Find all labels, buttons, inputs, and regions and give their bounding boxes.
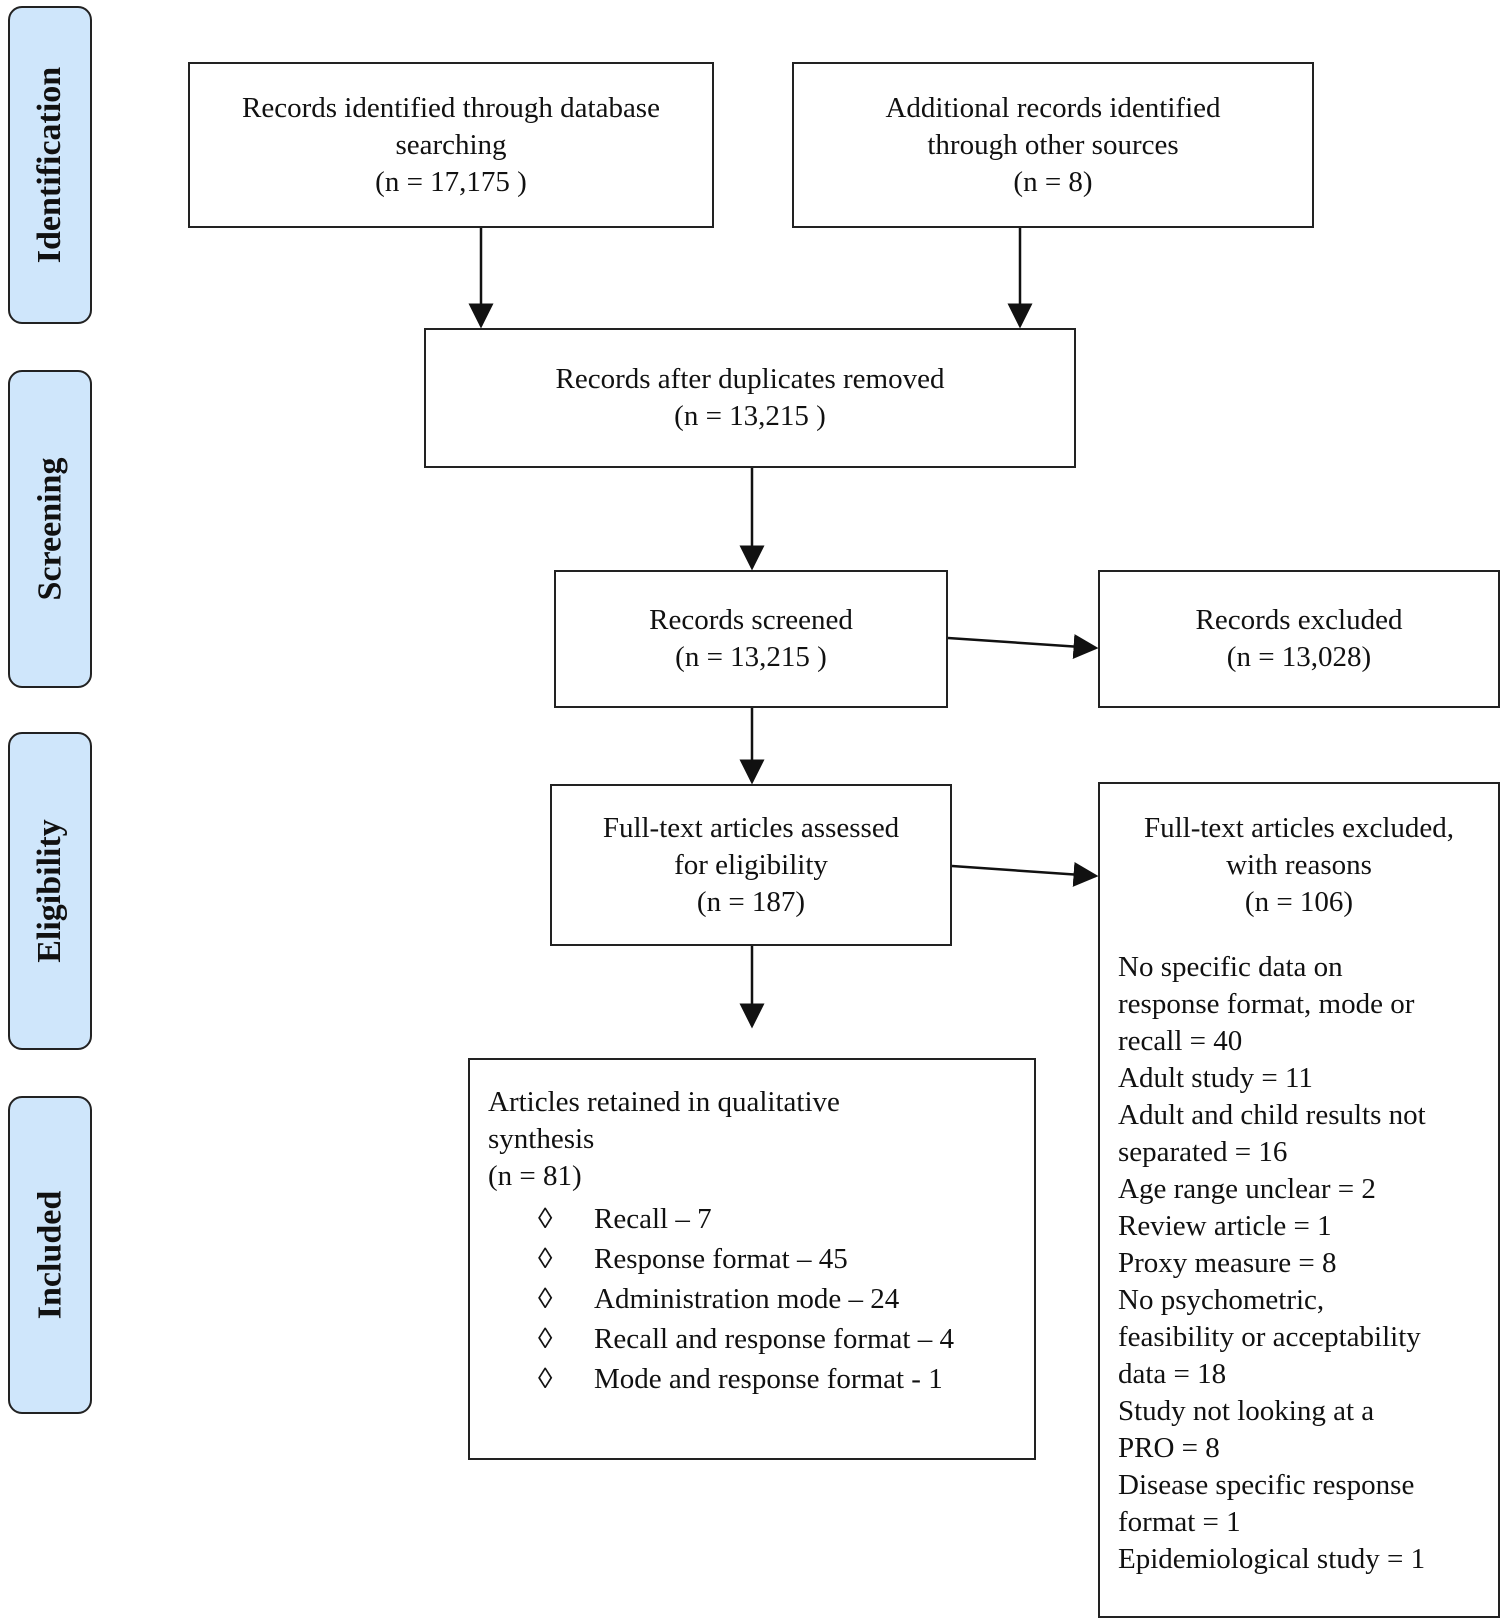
synthesis-breakdown-list: ◊ Recall – 7 ◊ Response format – 45 ◊ Admin…	[488, 1199, 954, 1399]
fulltext-assessed-box: Full-text articles assessed for eligibil…	[550, 784, 952, 946]
exclusion-reason: Study not looking at a	[1118, 1395, 1375, 1427]
records-excluded-count: (n = 13,028)	[1226, 641, 1372, 673]
list-item: ◊ Response format – 45	[488, 1239, 954, 1279]
records-excluded-box: Records excluded (n = 13,028)	[1098, 570, 1500, 708]
exclusion-reasons-list: No specific data on response format, mod…	[1100, 949, 1498, 1578]
records-screened-line1: Records screened	[649, 604, 853, 636]
phase-eligibility: Eligibility	[8, 732, 92, 1050]
synthesis-item-label: Response format – 45	[594, 1243, 848, 1275]
included-line2: synthesis	[488, 1123, 595, 1155]
exclusion-reason: Epidemiological study = 1	[1118, 1543, 1426, 1575]
exclusion-reason: Adult study = 11	[1118, 1062, 1313, 1094]
exclusion-reason: Disease specific response	[1118, 1469, 1415, 1501]
fulltext-excluded-count: (n = 106)	[1244, 886, 1354, 918]
fulltext-excluded-box: Full-text articles excluded, with reason…	[1098, 782, 1500, 1618]
duplicates-removed-line1: Records after duplicates removed	[555, 363, 945, 395]
fulltext-excluded-line2: with reasons	[1226, 849, 1372, 881]
exclusion-reason: data = 18	[1118, 1358, 1227, 1390]
exclusion-reason: Review article = 1	[1118, 1210, 1332, 1242]
diamond-bullet-icon: ◊	[538, 1203, 553, 1235]
phase-included: Included	[8, 1096, 92, 1414]
diamond-bullet-icon: ◊	[538, 1283, 553, 1315]
fulltext-excluded-line1: Full-text articles excluded,	[1143, 812, 1455, 844]
duplicates-removed-count: (n = 13,215 )	[674, 400, 826, 432]
phase-screening: Screening	[8, 370, 92, 688]
arrow-screened-to-excluded	[947, 634, 1099, 659]
included-count: (n = 81)	[488, 1160, 582, 1192]
exclusion-reason: format = 1	[1118, 1506, 1241, 1538]
synthesis-item-label: Recall – 7	[594, 1203, 712, 1235]
phase-identification: Identification	[8, 6, 92, 324]
records-excluded-line1: Records excluded	[1195, 604, 1403, 636]
articles-included-box: Articles retained in qualitative synthes…	[468, 1058, 1036, 1460]
list-item: ◊ Administration mode – 24	[488, 1279, 954, 1319]
exclusion-reason: feasibility or acceptability	[1118, 1321, 1421, 1353]
other-sources-line2: through other sources	[927, 128, 1179, 161]
exclusion-reason: separated = 16	[1118, 1136, 1288, 1168]
fulltext-assessed-line2: for eligibility	[674, 848, 828, 881]
other-sources-box: Additional records identified through ot…	[792, 62, 1314, 228]
synthesis-item-label: Administration mode – 24	[594, 1283, 900, 1315]
included-line1: Articles retained in qualitative	[488, 1086, 840, 1118]
database-search-box: Records identified through database sear…	[188, 62, 714, 228]
exclusion-reason: Age range unclear = 2	[1118, 1173, 1376, 1205]
exclusion-reason: recall = 40	[1118, 1025, 1243, 1057]
synthesis-item-label: Recall and response format – 4	[594, 1323, 954, 1355]
synthesis-item-label: Mode and response format - 1	[594, 1363, 943, 1395]
records-screened-box: Records screened (n = 13,215 )	[554, 570, 948, 708]
exclusion-reason: PRO = 8	[1118, 1432, 1220, 1464]
duplicates-removed-box: Records after duplicates removed (n = 13…	[424, 328, 1076, 468]
exclusion-reason: Adult and child results not	[1118, 1099, 1426, 1131]
diamond-bullet-icon: ◊	[538, 1323, 553, 1355]
fulltext-assessed-count: (n = 187)	[696, 885, 806, 918]
fulltext-assessed-line1: Full-text articles assessed	[602, 811, 900, 844]
other-sources-count: (n = 8)	[1013, 165, 1093, 198]
records-screened-count: (n = 13,215 )	[675, 641, 827, 673]
exclusion-reason: No specific data on	[1118, 951, 1343, 983]
diamond-bullet-icon: ◊	[538, 1363, 553, 1395]
list-item: ◊ Mode and response format - 1	[488, 1359, 954, 1399]
diamond-bullet-icon: ◊	[538, 1243, 553, 1275]
list-item: ◊ Recall – 7	[488, 1199, 954, 1239]
database-search-line1: Records identified through database	[242, 91, 660, 124]
list-item: ◊ Recall and response format – 4	[488, 1319, 954, 1359]
arrow-assessed-to-fulltext-excluded	[951, 861, 1099, 887]
exclusion-reason: No psychometric,	[1118, 1284, 1325, 1316]
exclusion-reason: response format, mode or	[1118, 988, 1415, 1020]
exclusion-reason: Proxy measure = 8	[1118, 1247, 1337, 1279]
database-search-count: (n = 17,175 )	[375, 165, 527, 198]
database-search-line2: searching	[395, 128, 507, 161]
other-sources-line1: Additional records identified	[885, 91, 1221, 124]
